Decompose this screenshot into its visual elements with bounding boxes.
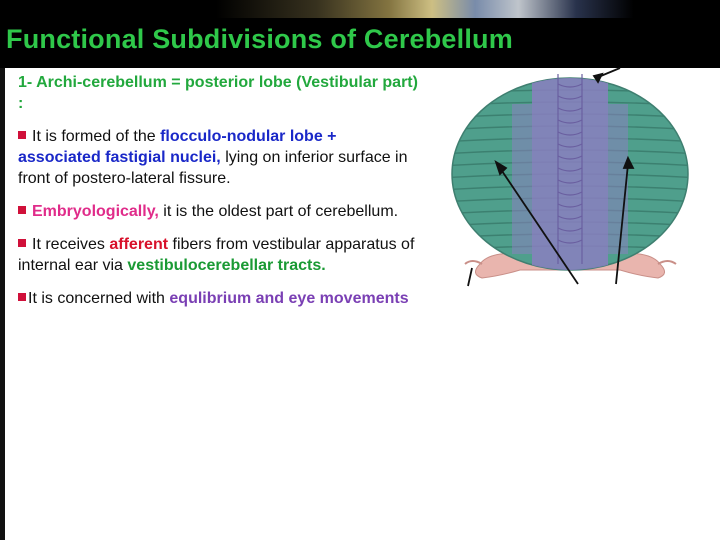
bullet-text: it is the oldest part of cerebellum. [158,203,399,220]
cerebellar-hemispheres [451,77,689,271]
bullet-emphasis: flocculo-nodular lobe + associated fasti… [18,128,337,166]
square-bullet-icon [18,239,26,247]
vermis [557,74,583,264]
section-heading: 1- Archi-cerebellum = posterior lobe (Ve… [18,74,418,112]
pointer-lines [467,67,635,287]
bullet-item: It receives afferent fibers from vestibu… [18,234,418,276]
slide-title: Functional Subdivisions of Cerebellum [6,24,513,54]
bullet-text: lying on inferior surface in front of po… [18,149,408,187]
bullet-item: It is formed of the flocculo-nodular lob… [18,126,418,189]
decorative-header-stripe [0,0,720,18]
bullet-item: Embryologically, it is the oldest part o… [18,201,418,222]
bullet-text: It is concerned with [28,290,170,307]
bullet-text: fibers from vestibular apparatus of inte… [18,236,415,274]
bullet-emphasis: Embryologically, [32,203,159,220]
bullet-emphasis: afferent [109,236,169,253]
bullet-text: It is formed of the [32,128,161,145]
square-bullet-icon [18,206,26,214]
bullet-emphasis: equlibrium and eye movements [169,290,409,307]
square-bullet-icon [18,293,26,301]
left-decorative-rule [0,68,5,540]
bullet-emphasis: vestibulocerebellar tracts. [127,257,326,274]
bullet-text: It receives [32,236,110,253]
square-bullet-icon [18,131,26,139]
cerebellum-illustration [451,67,689,287]
slide-body: 1- Archi-cerebellum = posterior lobe (Ve… [18,72,418,321]
title-banner: Functional Subdivisions of Cerebellum [0,0,720,68]
bullet-item: It is concerned with equlibrium and eye … [18,288,418,309]
